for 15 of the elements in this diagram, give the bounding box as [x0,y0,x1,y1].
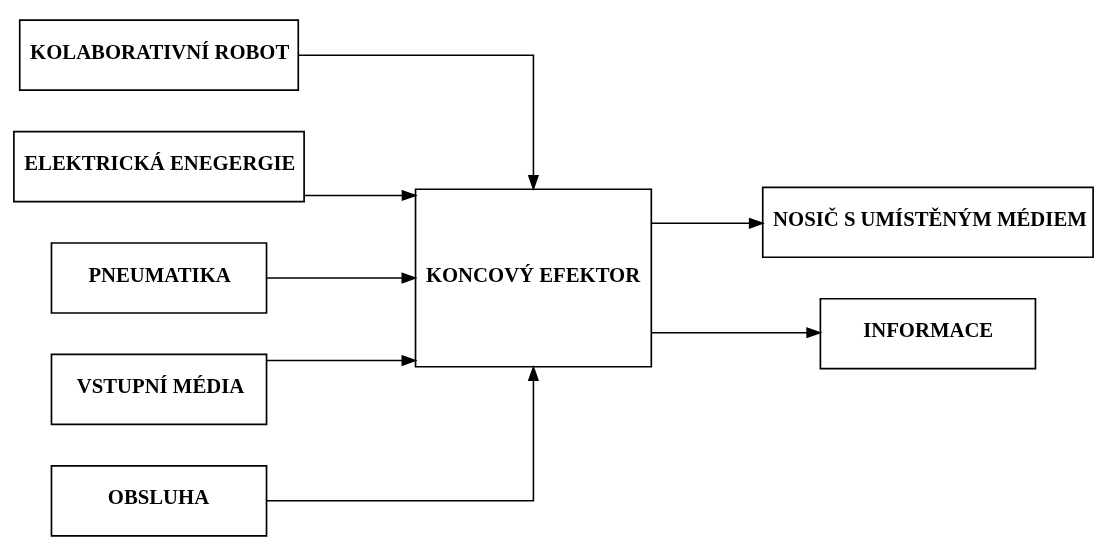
arrow [266,364,540,502]
node-box: INFORMACE [819,297,1037,370]
node-box: VSTUPNÍ MÉDIA [50,353,268,425]
arrow [651,217,765,229]
node-box: ELEKTRICKÁ ENEGERGIE [13,130,305,202]
arrow [297,53,540,191]
node-box: KONCOVÝ EFEKTOR [414,187,653,368]
arrow [651,326,823,338]
node-box: OBSLUHA [50,464,268,537]
arrow [266,271,418,284]
arrow [266,354,418,366]
node-box: NOSIČ S UMÍSTĚNÝM MÉDIEM [761,185,1094,258]
node-box: KOLABORATIVNÍ ROBOT [18,18,300,91]
arrow [303,189,418,201]
node-box: PNEUMATIKA [50,241,268,314]
